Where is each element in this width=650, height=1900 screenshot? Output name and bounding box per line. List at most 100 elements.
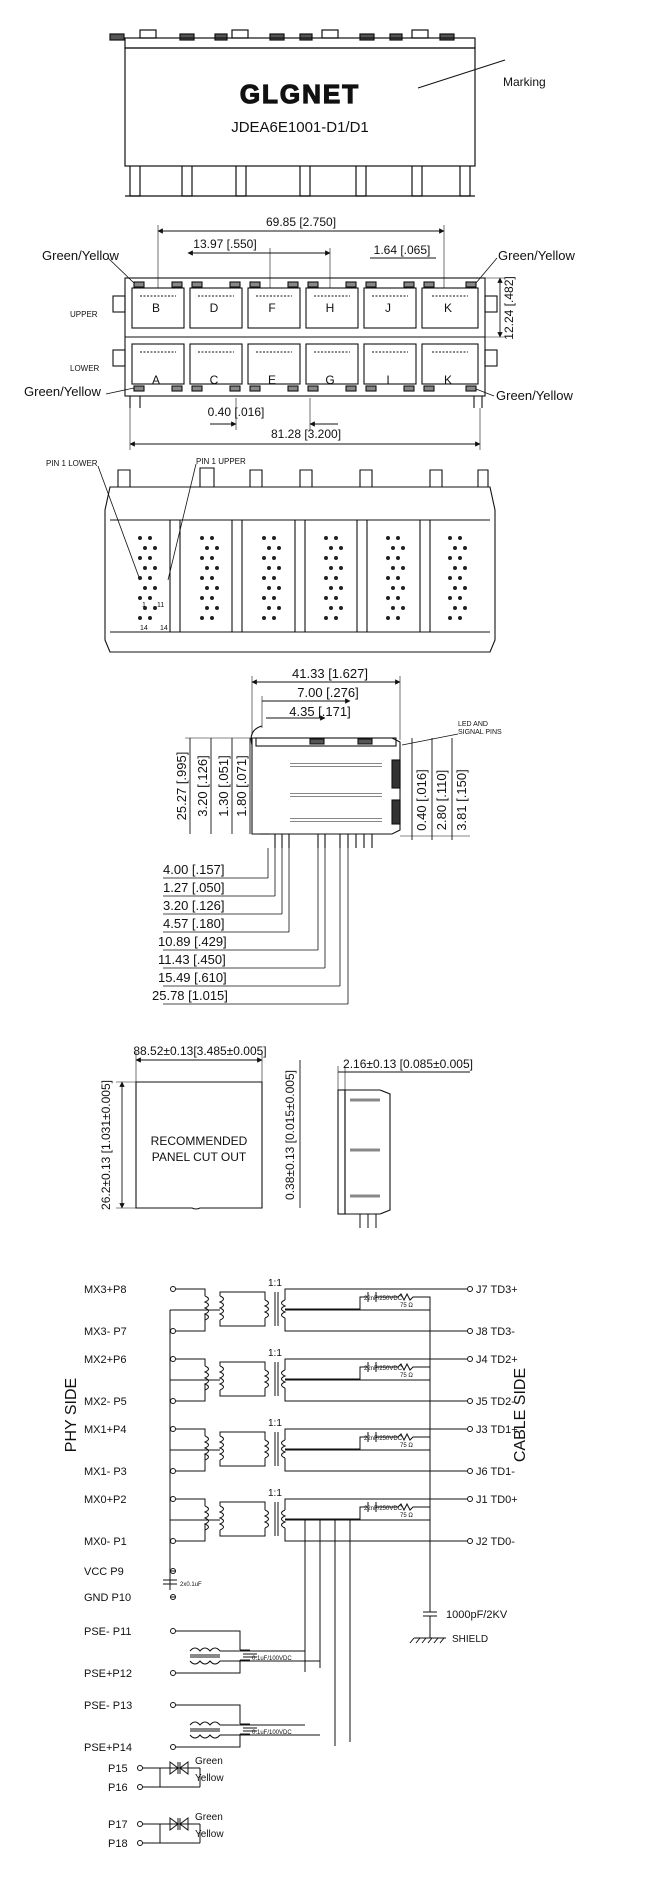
port-letter-upper-6: K [444, 301, 452, 315]
vcc-pin: VCC P9 [84, 1566, 124, 1578]
right-pin-6: J6 TD1- [476, 1466, 515, 1478]
lower-row-label: LOWER [70, 364, 100, 373]
side-dim-left-3: 1.30 [.051] [216, 755, 231, 816]
led-gap-dim: 0.40 [.016] [208, 405, 265, 419]
port-letter-upper-3: F [268, 301, 275, 315]
shield-label: SHIELD [452, 1634, 488, 1645]
schematic-wires [137, 1286, 473, 1846]
left-pin-1: MX3+P8 [84, 1284, 127, 1296]
res-label-1: 75 Ω [400, 1303, 413, 1309]
port-letter-upper-5: J [385, 301, 391, 315]
side-dims-bottom: 4.00 [.157] 1.27 [.050] 3.20 [.126] 4.57… [152, 862, 228, 1003]
pse-pin-3: PSE- P13 [84, 1700, 132, 1712]
cutout-corner-dim: 0.38±0.13 [0.015±0.005] [283, 1070, 297, 1200]
side-dim-bottom-6: 11.43 [.450] [158, 952, 226, 967]
left-pin-7: MX0+P2 [84, 1494, 127, 1506]
upper-row-label: UPPER [70, 310, 98, 319]
side-dim-left-4: 1.80 [.071] [234, 755, 249, 816]
side-dim-right-3: 3.81 [.150] [454, 769, 469, 830]
port-letter-lower-3: E [268, 373, 276, 387]
cutout-height-dim: 26.2±0.13 [1.031±0.005] [99, 1080, 113, 1210]
cutout-label-2: PANEL CUT OUT [152, 1150, 247, 1164]
led-yellow-2: Yellow [195, 1829, 224, 1840]
cutout-width-dim: 88.52±0.13[3.485±0.005] [133, 1044, 266, 1058]
right-pin-8: J2 TD0- [476, 1536, 515, 1548]
top-view [109, 29, 506, 197]
pin1-upper-label: PIN 1 UPPER [196, 457, 246, 466]
pse-cap-label-1: 0.1uF/100VDC [252, 1656, 292, 1662]
pin-mark-11: 11 [157, 602, 164, 609]
left-pin-6: MX1- P3 [84, 1466, 127, 1478]
gnd-pin: GND P10 [84, 1592, 131, 1604]
pin-mark-1: 1 [142, 602, 146, 609]
res-label-4: 75 Ω [400, 1513, 413, 1519]
ratio-1: 1:1 [268, 1278, 282, 1289]
led-label-top-left: Green/Yellow [42, 248, 119, 263]
side-dim-left-2: 3.20 [.126] [195, 755, 210, 816]
led-pin-18: P18 [108, 1838, 128, 1850]
bottom-view [97, 463, 496, 653]
brand-logo: GLGNET [240, 79, 360, 109]
ratio-4: 1:1 [268, 1488, 282, 1499]
side-dim-bottom-5: 10.89 [.429] [158, 934, 227, 949]
side-dim-bottom-2: 1.27 [.050] [163, 880, 224, 895]
led-green-1: Green [195, 1756, 223, 1767]
port-letter-lower-2: C [210, 373, 219, 387]
led-label-bottom-right: Green/Yellow [496, 388, 573, 403]
schematic-labels: MX3+P8 MX3- P7 MX2+P6 MX2- P5 MX1+P4 MX1… [84, 1278, 518, 1850]
led-signal-pins-label-2: SIGNAL PINS [458, 729, 502, 736]
total-width-dim: 81.28 [3.200] [271, 427, 341, 441]
overall-width-dim: 69.85 [2.750] [266, 215, 336, 229]
ratio-3: 1:1 [268, 1418, 282, 1429]
pse-cap-label-2: 0.1uF/100VDC [252, 1730, 292, 1736]
pse-pin-4: PSE+P14 [84, 1742, 132, 1754]
pse-pin-1: PSE- P11 [84, 1626, 132, 1638]
marking-label: Marking [503, 75, 546, 89]
port-letter-lower-4: G [325, 373, 334, 387]
cap-label-3: 22nF/250VDC [364, 1436, 403, 1442]
shield-cap-label: 1000pF/2KV [446, 1609, 508, 1621]
port-letter-upper-4: H [326, 301, 335, 315]
side-dim-bottom-4: 4.57 [.180] [163, 916, 224, 931]
left-pin-5: MX1+P4 [84, 1424, 127, 1436]
led-label-bottom-left: Green/Yellow [24, 384, 101, 399]
right-pin-4: J5 TD2- [476, 1396, 515, 1408]
left-pin-3: MX2+P6 [84, 1354, 127, 1366]
left-pin-8: MX0- P1 [84, 1536, 127, 1548]
led-pin-16: P16 [108, 1782, 128, 1794]
side-dim-top-1: 41.33 [1.627] [292, 666, 368, 681]
top-tabs [109, 29, 455, 41]
left-pin-4: MX2- P5 [84, 1396, 127, 1408]
port-pitch-dim: 13.97 [.550] [193, 237, 256, 251]
pin1-lower-label: PIN 1 LOWER [46, 459, 98, 468]
bottom-view-pin-holes [138, 536, 467, 620]
upper-ports [131, 281, 479, 329]
led-label-top-right: Green/Yellow [498, 248, 575, 263]
side-view [163, 676, 470, 1005]
right-pin-7: J1 TD0+ [476, 1494, 518, 1506]
vcc-cap-label: 2x0.1uF [180, 1582, 202, 1588]
side-dim-bottom-3: 3.20 [.126] [163, 898, 224, 913]
panel-cutout [116, 1052, 470, 1228]
port-letter-upper-1: B [152, 301, 160, 315]
left-pin-2: MX3- P7 [84, 1326, 127, 1338]
led-pin-15: P15 [108, 1763, 128, 1775]
led-offset-dim: 1.64 [.065] [374, 243, 431, 257]
right-pin-3: J4 TD2+ [476, 1354, 518, 1366]
front-view [105, 225, 505, 450]
port-letters: B D F H J K A C E G I K [152, 301, 452, 387]
led-yellow-1: Yellow [195, 1773, 224, 1784]
right-pin-5: J3 TD1+ [476, 1424, 518, 1436]
row-height-dim: 12.24 [.482] [502, 276, 516, 339]
pse-pin-2: PSE+P12 [84, 1668, 132, 1680]
right-pin-2: J8 TD3- [476, 1326, 515, 1338]
phy-side-label: PHY SIDE [63, 1378, 80, 1452]
side-dim-top-2: 7.00 [.276] [297, 685, 358, 700]
cap-label-1: 22nF/250VDC [364, 1296, 403, 1302]
side-dim-right-1: 0.40 [.016] [414, 769, 429, 830]
part-number: JDEA6E1001-D1/D1 [231, 119, 369, 136]
top-feet [125, 166, 475, 197]
lower-ports [131, 343, 479, 392]
side-dim-bottom-8: 25.78 [1.015] [152, 988, 228, 1003]
